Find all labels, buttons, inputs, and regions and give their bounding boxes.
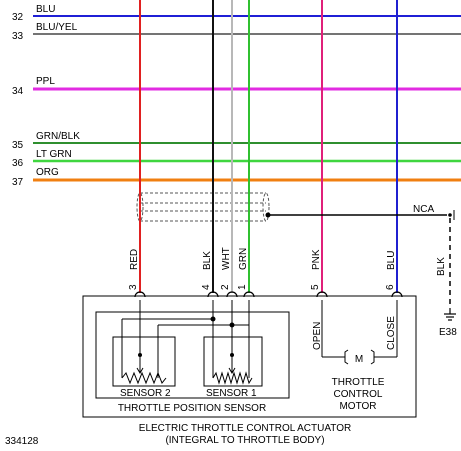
bus-wire-number: 37: [12, 177, 24, 188]
wire-label: GRN: [238, 248, 249, 270]
pin-number: 2: [220, 284, 231, 290]
shield-drain-wire: NCA BLK: [265, 204, 455, 308]
bus-wire-label: BLU: [36, 4, 55, 15]
bus-wire-33: 33 BLU/YEL: [12, 22, 461, 42]
figure-id: 334128: [5, 436, 39, 447]
bus-wire-label: LT GRN: [36, 149, 72, 160]
wire-label: WHT: [221, 247, 232, 270]
bus-wire-label: GRN/BLK: [36, 131, 80, 142]
bus-wire-32: 32 BLU: [12, 4, 461, 23]
nca-label: NCA: [413, 204, 434, 215]
motor-symbol: M: [355, 354, 363, 365]
tps-box: [95, 311, 290, 399]
vertical-wire-blu: BLU 6: [385, 0, 398, 293]
pin-number: 6: [385, 284, 396, 290]
close-label: CLOSE: [386, 316, 397, 350]
motor-label-line-1: THROTTLE: [332, 377, 385, 388]
pin-number: 3: [128, 284, 139, 290]
ground-connector-label: E38: [439, 327, 457, 338]
throttle-control-motor: M OPEN CLOSE THROTTLE CONTROL MOTOR: [312, 300, 398, 412]
bus-wire-35: 35 GRN/BLK: [12, 131, 461, 151]
wire-label: RED: [129, 249, 140, 270]
wire-label: PNK: [311, 249, 322, 270]
ground-icon: [444, 308, 456, 321]
sensor-2-label: SENSOR 2: [120, 388, 171, 399]
sensor-1-label: SENSOR 1: [206, 388, 257, 399]
bus-wire-37: 37 ORG: [12, 167, 461, 188]
vertical-wire-grn: GRN 1: [237, 0, 250, 293]
wire-label: BLK: [202, 251, 213, 270]
open-label: OPEN: [312, 322, 323, 350]
vertical-wire-blk: BLK 4: [201, 0, 214, 293]
actuator-box: [82, 295, 417, 418]
tps-label: THROTTLE POSITION SENSOR: [118, 403, 266, 414]
vertical-wire-pnk: PNK 5: [310, 0, 323, 293]
actuator-title-line-1: ELECTRIC THROTTLE CONTROL ACTUATOR: [139, 423, 351, 434]
actuator-title-line-2: (INTEGRAL TO THROTTLE BODY): [165, 435, 324, 446]
bus-wire-number: 36: [12, 158, 24, 169]
motor-label-line-2: CONTROL: [334, 389, 383, 400]
wire-label: BLU: [386, 251, 397, 270]
bus-wire-number: 34: [12, 86, 24, 97]
bus-wire-36: 36 LT GRN: [12, 149, 461, 169]
vertical-wire-wht: WHT 2: [220, 0, 233, 293]
bus-wire-34: 34 PPL: [12, 76, 461, 97]
sensor-2: SENSOR 2: [112, 336, 176, 399]
pin-number: 1: [237, 284, 248, 290]
bus-wire-number: 35: [12, 140, 24, 151]
shield-bundle: [136, 192, 270, 222]
bus-wire-label: PPL: [36, 76, 55, 87]
sensor-1: SENSOR 1: [203, 336, 263, 399]
pin-number: 4: [201, 284, 212, 290]
ground-wire-label: BLK: [436, 257, 447, 276]
vertical-wire-red: RED 3: [128, 0, 141, 293]
tps-internal-wiring: [121, 300, 250, 378]
pin-number: 5: [310, 284, 321, 290]
bus-wire-number: 32: [12, 12, 24, 23]
bus-wire-label: ORG: [36, 167, 59, 178]
motor-label-line-3: MOTOR: [339, 401, 376, 412]
bus-wire-number: 33: [12, 31, 24, 42]
bus-wire-label: BLU/YEL: [36, 22, 78, 33]
